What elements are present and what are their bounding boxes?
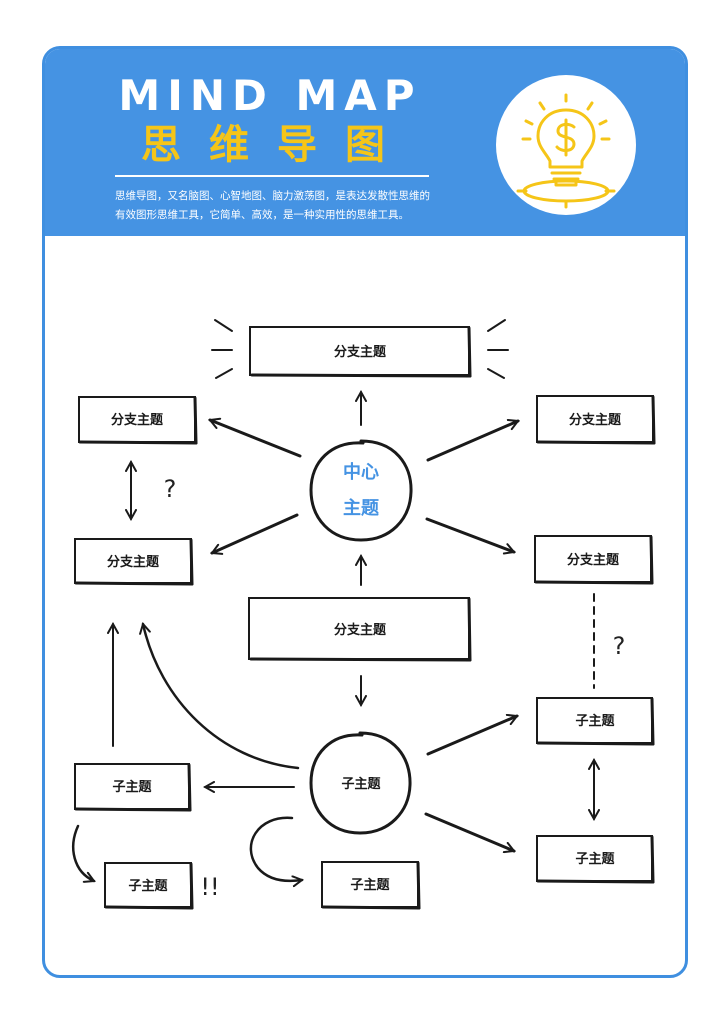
mind-map-card: MIND MAP 思维导图 思维导图，又名脑图、心智地图、脑力激荡图，是表达发散… xyxy=(42,46,688,978)
question-mark-left: ? xyxy=(164,475,177,503)
branch-left-upper-box xyxy=(78,396,198,445)
description: 思维导图，又名脑图、心智地图、脑力激荡图，是表达发散性思维的 有效图形思维工具，… xyxy=(115,187,445,225)
arrow-sub-center-loop xyxy=(249,816,302,881)
arrow-center-to-left-upper xyxy=(210,420,302,458)
branch-left-lower-label: 分支主题 xyxy=(107,554,160,570)
branch-right-lower-box xyxy=(534,535,654,585)
branch-top-box xyxy=(249,326,472,378)
arrow-sub-center-to-right-lower xyxy=(424,812,514,851)
arrow-sub-center-curve-up xyxy=(143,624,300,770)
sub-bottom-left-box xyxy=(104,862,194,910)
sub-center-circle xyxy=(309,731,412,835)
center-topic-circle xyxy=(309,439,413,542)
branch-right-upper-label: 分支主题 xyxy=(569,412,622,428)
sub-bottom-mid-box xyxy=(321,861,421,910)
title-divider xyxy=(115,175,429,177)
lightbulb-badge xyxy=(496,75,636,215)
header-banner: MIND MAP 思维导图 思维导图，又名脑图、心智地图、脑力激荡图，是表达发散… xyxy=(45,49,685,236)
title-english: MIND MAP xyxy=(118,71,422,120)
description-line-1: 思维导图，又名脑图、心智地图、脑力激荡图，是表达发散性思维的 xyxy=(115,190,430,202)
sub-left-box xyxy=(74,763,192,812)
branch-left-upper-label: 分支主题 xyxy=(111,412,164,428)
branch-top-label: 分支主题 xyxy=(334,344,387,360)
center-topic-line-2: 主题 xyxy=(343,497,380,519)
sub-right-lower-box xyxy=(536,835,655,884)
title-chinese: 思维导图 xyxy=(141,122,413,168)
arrow-center-to-left-lower xyxy=(212,513,299,553)
arrow-sub-center-to-right-upper xyxy=(426,716,517,756)
emphasis-lines xyxy=(211,319,509,379)
description-line-2: 有效图形思维工具，它简单、高效，是一种实用性的思维工具。 xyxy=(115,209,409,221)
sub-bottom-left-label: 子主题 xyxy=(128,878,168,894)
center-topic-line-1: 中心 xyxy=(343,461,379,483)
sub-right-upper-label: 子主题 xyxy=(575,713,615,729)
sub-right-lower-label: 子主题 xyxy=(575,851,615,867)
branch-middle-box xyxy=(248,597,472,662)
branch-right-upper-box xyxy=(536,395,656,445)
branch-right-lower-label: 分支主题 xyxy=(567,552,620,568)
sub-center-label: 子主题 xyxy=(341,776,381,792)
arrow-center-to-right-upper xyxy=(426,421,518,462)
exclamation-marks: !! xyxy=(200,873,219,901)
sub-right-upper-box xyxy=(536,697,655,746)
lightbulb-dollar-icon xyxy=(516,93,616,209)
sub-bottom-mid-label: 子主题 xyxy=(350,877,390,893)
question-mark-right: ? xyxy=(613,632,626,660)
branch-left-lower-box xyxy=(74,538,194,586)
arrow-center-to-right-lower xyxy=(425,517,514,552)
sub-left-label: 子主题 xyxy=(112,779,152,795)
arrow-sub-left-down xyxy=(72,824,94,881)
branch-middle-label: 分支主题 xyxy=(334,622,387,638)
